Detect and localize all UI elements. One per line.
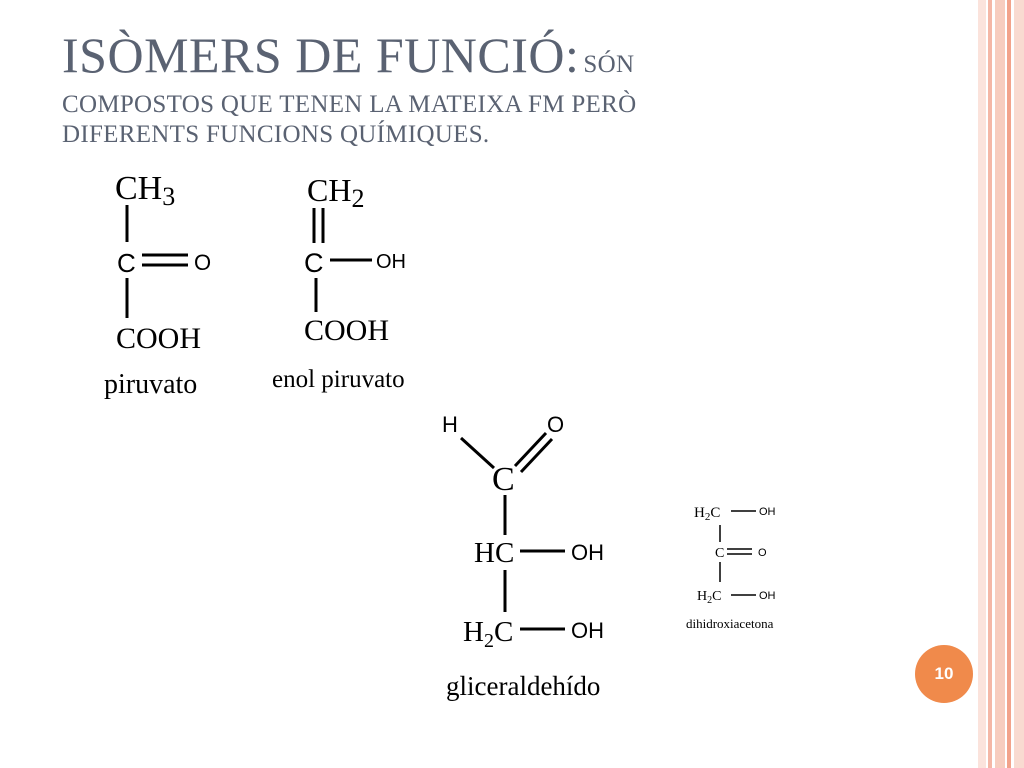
- glicer-c-label: C: [492, 461, 515, 498]
- dhac-bottom-oh-label: OH: [759, 590, 776, 602]
- dhac-center-c-label: C: [715, 546, 724, 561]
- piruvato-name: piruvato: [104, 369, 197, 400]
- piruvato-c-label: C: [117, 248, 136, 278]
- enol-c-label: C: [304, 248, 324, 278]
- decorative-stripes: [978, 0, 1024, 768]
- dhac-o-label: O: [758, 547, 767, 559]
- title-inline-text: SÓN: [583, 51, 635, 78]
- dhac-bottom-h2c-label: H2C: [697, 589, 721, 606]
- glicer-bond-h: [459, 436, 496, 470]
- enol-ch2-label: CH2: [307, 172, 364, 213]
- glicer-hc-label: HC: [474, 537, 514, 569]
- piruvato-cooh-label: COOH: [116, 322, 201, 355]
- dhac-top-h2c-label: H2C: [694, 505, 720, 523]
- title-line-2: COMPOSTOS QUE TENEN LA MATEIXA FM PERÒ: [62, 91, 637, 118]
- glicer-h2c-label: H2C: [463, 616, 513, 652]
- enol-oh-label: OH: [376, 251, 406, 273]
- glicer-double-bond-a: [513, 431, 548, 468]
- page-number-badge: 10: [915, 645, 973, 703]
- dhac-name: dihidroxiacetona: [686, 616, 774, 631]
- piruvato-o-label: O: [194, 250, 211, 275]
- glicer-name: gliceraldehído: [446, 671, 600, 701]
- enol-name: enol piruvato: [272, 366, 405, 393]
- title-line-3: DIFERENTS FUNCIONS QUÍMIQUES.: [62, 121, 490, 148]
- dhac-top-oh-label: OH: [759, 506, 776, 518]
- title-heading: ISÒMERS DE FUNCIÓ:: [62, 27, 580, 83]
- piruvato-ch3-label: CH3: [115, 170, 175, 211]
- glicer-o-label: O: [547, 412, 564, 437]
- enol-cooh-label: COOH: [304, 314, 389, 347]
- glicer-double-bond-b: [519, 437, 554, 474]
- glicer-hc-oh-label: OH: [571, 540, 604, 565]
- glicer-h2c-oh-label: OH: [571, 618, 604, 643]
- slide-title: ISÒMERS DE FUNCIÓ: SÓN COMPOSTOS QUE TEN…: [62, 30, 942, 150]
- glicer-h-label: H: [442, 412, 458, 437]
